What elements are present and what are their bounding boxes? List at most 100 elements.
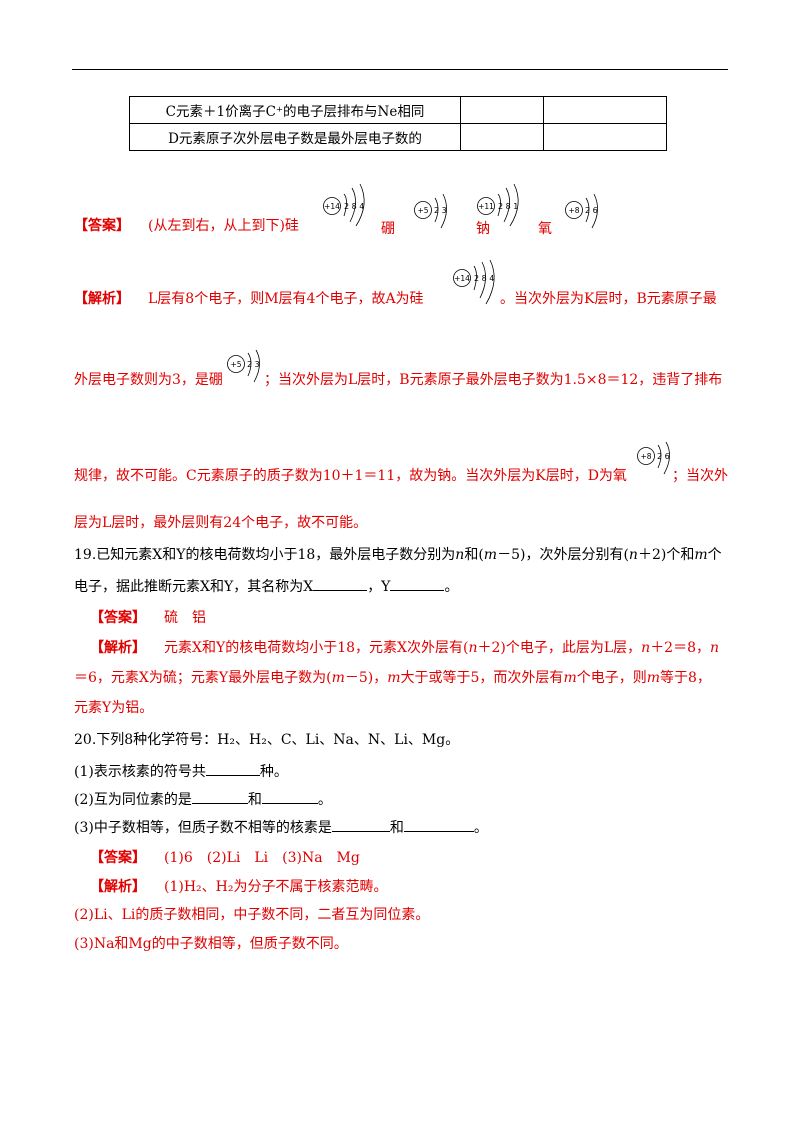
text: 和 [389, 820, 404, 836]
blank-x[interactable] [313, 578, 368, 591]
blank-3a[interactable] [331, 819, 390, 832]
answer-tag: 【答案】 [90, 610, 146, 626]
answer-tag: 【答案】 [74, 218, 130, 234]
analysis-text: L层有8个电子，则M层有4个电子，故A为硅 [148, 291, 424, 307]
element-table: C元素＋1价离子C⁺的电子层排布与Ne相同 D元素原子次外层电子数是最外层电子数… [129, 96, 667, 151]
text: 。 [444, 579, 459, 595]
text: (3)中子数相等，但质子数不相等的核素是 [74, 820, 332, 836]
table-cell-desc: D元素原子次外层电子数是最外层电子数的 [129, 123, 461, 151]
table-row: C元素＋1价离子C⁺的电子层排布与Ne相同 [129, 96, 667, 124]
var-m: m [646, 670, 660, 686]
nucleus-charge: +14 [454, 274, 470, 283]
nucleus-charge: +5 [417, 206, 428, 215]
q20-analysis-line2: (2)Li、Li的质子数相同，中子数不同，二者互为同位素。 [74, 907, 430, 923]
text: ＋2＝8， [650, 640, 711, 656]
blank-3b[interactable] [403, 819, 474, 832]
atom-diagram-na: +11 2 8 1 [476, 182, 526, 230]
text: 和( [464, 547, 484, 563]
var-m: m [483, 547, 498, 563]
answer-name-boron: 硼 [381, 221, 395, 237]
answer-text: 硫 铝 [164, 610, 206, 626]
q19-analysis-line2: ＝6，元素X为硫；元素Y最外层电子数为(m－5)，m大于或等于5，而次外层有m个… [74, 668, 711, 688]
shell-counts: 2 8 4 [344, 202, 364, 211]
analysis-tag: 【解析】 [90, 879, 146, 895]
text: 个 [707, 547, 722, 563]
shell-counts: 2 3 [247, 360, 260, 369]
blank-2a[interactable] [191, 791, 248, 804]
header-rule [72, 69, 728, 70]
q18-analysis-line1b: 。当次外层为K层时，B元素原子最 [500, 291, 717, 307]
table-row: D元素原子次外层电子数是最外层电子数的 [129, 123, 667, 151]
q18-analysis-line3b: ；当次外 [672, 468, 728, 484]
q20-part1: (1)表示核素的符号共 种。 [74, 762, 288, 782]
analysis-tag: 【解析】 [90, 640, 146, 656]
answer-text: (从左到右，从上到下)硅 [148, 218, 299, 234]
nucleus-charge: +8 [568, 206, 579, 215]
var-n: n [710, 640, 720, 656]
atom-diagram-o: +8 2 6 [564, 193, 604, 230]
table-cell-desc: C元素＋1价离子C⁺的电子层排布与Ne相同 [129, 96, 461, 124]
shell-counts: 2 6 [585, 206, 598, 215]
q20-part2: (2)互为同位素的是 和 。 [74, 790, 332, 810]
var-n: n [455, 547, 465, 563]
text: 等于8， [660, 670, 711, 686]
text: (1)H₂、H₂为分子不属于核素范畴。 [164, 879, 388, 895]
q18-analysis-line1: 【解析】L层有8个电子，则M层有4个电子，故A为硅 [74, 289, 424, 309]
atom-diagram-b: +5 2 3 [413, 193, 453, 230]
blank-2b[interactable] [261, 791, 318, 804]
q20-analysis-line1: 【解析】 (1)H₂、H₂为分子不属于核素范畴。 [90, 877, 387, 897]
text: ＋2)个电子，此层为L层， [477, 640, 642, 656]
text: －5)，次外层分别有( [497, 547, 629, 563]
text: 。 [317, 792, 332, 808]
var-n: n [468, 640, 478, 656]
nucleus-charge: +5 [230, 360, 241, 369]
q18-analysis-line3a: 规律，故不可能。C元素原子的质子数为10＋1＝11，故为钠。当次外层为K层时，D… [74, 468, 627, 484]
text: (1)表示核素的符号共 [74, 764, 206, 780]
q19-analysis-line3: 元素Y为铝。 [74, 700, 154, 716]
text: ＝6，元素X为硫；元素Y最外层电子数为( [74, 670, 332, 686]
text: 大于或等于5，而次外层有 [400, 670, 564, 686]
text: 个电子，则 [576, 670, 647, 686]
text: 元素X和Y的核电荷数均小于18，元素X次外层有( [164, 640, 469, 656]
atom-diagram-si-inline: +14 2 8 4 [452, 259, 502, 308]
answer-name-oxygen: 氧 [538, 221, 552, 237]
var-m: m [694, 547, 708, 563]
shell-counts: 2 3 [434, 206, 447, 215]
answer-name-sodium: 钠 [476, 221, 490, 237]
nucleus-charge: +8 [640, 452, 651, 461]
text: ，Y [367, 579, 391, 595]
answer-tag: 【答案】 [90, 850, 146, 866]
answer-text: (1)6 (2)Li Li (3)Na Mg [164, 850, 360, 866]
text: 19.已知元素X和Y的核电荷数均小于18，最外层电子数分别为 [74, 547, 456, 563]
table-cell-empty [460, 123, 544, 151]
nucleus-charge: +14 [324, 202, 340, 211]
blank-y[interactable] [390, 578, 445, 591]
q19-analysis-line1: 【解析】元素X和Y的核电荷数均小于18，元素X次外层有(n＋2)个电子，此层为L… [90, 638, 719, 658]
q18-answer: 【答案】 (从左到右，从上到下)硅 [74, 216, 299, 236]
table-cell-empty [460, 96, 544, 124]
var-n: n [628, 547, 638, 563]
q19-answer: 【答案】 硫 铝 [90, 608, 206, 628]
shell-counts: 2 8 1 [498, 202, 518, 211]
text: 种。 [259, 764, 288, 780]
text: 和 [247, 792, 262, 808]
table-cell-empty [543, 123, 667, 151]
q20-answer: 【答案】 (1)6 (2)Li Li (3)Na Mg [90, 848, 360, 868]
atom-diagram-si: +14 2 8 4 [322, 182, 372, 230]
var-m: m [331, 670, 345, 686]
q18-analysis-line2a: 外层电子数则为3，是硼 [74, 372, 223, 388]
var-m: m [387, 670, 401, 686]
text: 电子，据此推断元素X和Y，其名称为X [74, 579, 314, 595]
shell-counts: 2 8 4 [474, 274, 494, 283]
table-cell-empty [543, 96, 667, 124]
atom-diagram-b-inline: +5 2 3 [226, 349, 266, 386]
text: 。 [473, 820, 488, 836]
atom-diagram-o-inline: +8 2 6 [636, 441, 676, 478]
nucleus-charge: +11 [478, 202, 494, 211]
q20-stem: 20.下列8种化学符号：H₂、H₂、C、Li、Na、N、Li、Mg。 [74, 732, 460, 748]
text: (2)互为同位素的是 [74, 792, 192, 808]
blank-1[interactable] [205, 763, 260, 776]
shell-counts: 2 6 [657, 452, 670, 461]
q18-analysis-line2b: ；当次外层为L层时，B元素原子最外层电子数为1.5×8＝12，违背了排布 [264, 372, 723, 388]
q19-stem-line2: 电子，据此推断元素X和Y，其名称为X ，Y 。 [74, 577, 458, 597]
